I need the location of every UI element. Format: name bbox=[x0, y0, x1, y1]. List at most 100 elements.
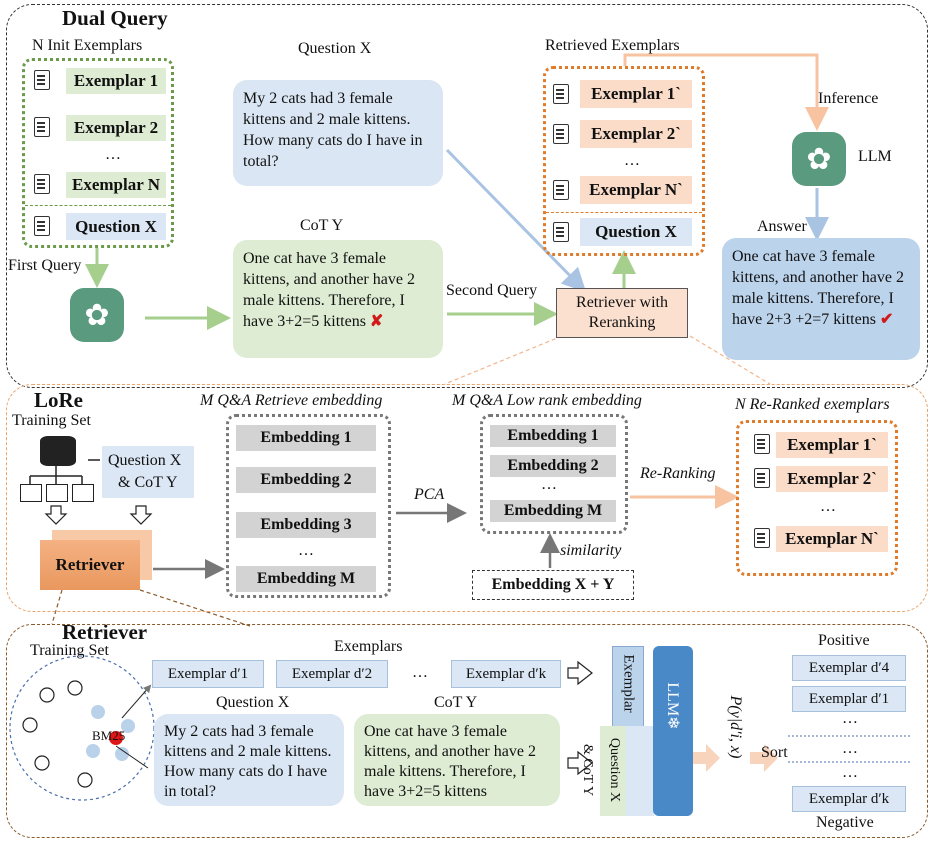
retrieve-embedding-label: M Q&A Retrieve embedding bbox=[200, 392, 383, 409]
answer-bubble: One cat have 3 female kittens, and anoth… bbox=[722, 238, 920, 360]
sorted-exemplar-d1: Exemplar d′1 bbox=[792, 686, 906, 712]
scroll-icon bbox=[754, 468, 770, 488]
similarity-label: similarity bbox=[560, 542, 622, 559]
question-cot-line1: Question X bbox=[108, 452, 182, 469]
llm-frozen-block: LLM❄ bbox=[653, 646, 693, 816]
embedding-3: Embedding 3 bbox=[236, 512, 376, 538]
retrieved-question-box: Question X bbox=[580, 218, 692, 246]
question-vertical-text: Question X bbox=[607, 737, 622, 803]
ellipsis: … bbox=[820, 498, 836, 515]
ellipsis: … bbox=[541, 476, 557, 493]
reranked-label: N Re-Ranked exemplars bbox=[735, 396, 890, 413]
cot-label: CoT Y bbox=[300, 217, 344, 234]
sorted-exemplar-d4: Exemplar d′4 bbox=[792, 655, 906, 681]
retriever-question-label: Question X bbox=[216, 694, 290, 711]
retrieved-label: Retrieved Exemplars bbox=[545, 37, 680, 54]
ellipsis: … bbox=[842, 740, 858, 757]
server-icon bbox=[20, 484, 42, 502]
reranked-group bbox=[736, 420, 898, 576]
ellipsis: … bbox=[624, 152, 640, 169]
cot-bubble: One cat have 3 female kittens, and anoth… bbox=[233, 240, 443, 358]
low-rank-embedding-m: Embedding M bbox=[490, 500, 616, 522]
ellipsis: … bbox=[412, 664, 428, 681]
scroll-icon bbox=[754, 434, 770, 454]
init-exemplars-group bbox=[22, 58, 174, 248]
divider bbox=[546, 212, 702, 214]
ellipsis: … bbox=[842, 764, 858, 781]
question-cot-box bbox=[102, 446, 194, 498]
lore-panel bbox=[6, 384, 928, 612]
ellipsis: … bbox=[105, 146, 121, 163]
dual-query-title: Dual Query bbox=[62, 6, 168, 30]
dual-query-panel bbox=[6, 4, 928, 388]
init-exemplar-n: Exemplar N bbox=[66, 172, 166, 198]
retriever-training-set-label: Training Set bbox=[30, 642, 109, 659]
question-bubble: My 2 cats had 3 female kittens and 2 mal… bbox=[233, 80, 443, 186]
llm-frozen-text: LLM❄ bbox=[664, 682, 681, 730]
init-exemplar-1: Exemplar 1 bbox=[66, 68, 166, 94]
question-cot-vertical-blue bbox=[626, 726, 654, 816]
inference-label: Inference bbox=[818, 90, 879, 107]
llm-icon: ✿ bbox=[792, 132, 846, 186]
retriever-reranking-box: Retriever with Reranking bbox=[556, 288, 688, 338]
cot-vertical-text: & CoT Y bbox=[580, 743, 595, 797]
training-set-label: Training Set bbox=[12, 412, 91, 429]
exemplar-d2: Exemplar d′2 bbox=[276, 660, 388, 688]
low-rank-embedding-1: Embedding 1 bbox=[490, 425, 616, 447]
lore-title: LoRe bbox=[34, 388, 83, 412]
llm-icon: ✿ bbox=[70, 288, 124, 342]
scroll-icon bbox=[754, 528, 770, 548]
divider bbox=[25, 205, 171, 207]
low-rank-embedding-2: Embedding 2 bbox=[490, 455, 616, 477]
reranked-exemplar-1: Exemplar 1` bbox=[776, 432, 888, 458]
low-rank-group bbox=[480, 414, 628, 534]
embedding-group bbox=[226, 414, 391, 598]
bm25-label: BM25 bbox=[92, 728, 126, 743]
sorted-exemplar-dk: Exemplar d′k bbox=[792, 786, 906, 812]
sort-label: Sort bbox=[761, 744, 788, 761]
exemplar-vertical-text: Exemplar bbox=[620, 654, 637, 713]
probability-label: P(y|d′i, x) bbox=[727, 695, 744, 759]
ellipsis: … bbox=[842, 710, 858, 727]
second-query-label: Second Query bbox=[446, 282, 538, 299]
question-doc-icon bbox=[553, 222, 569, 242]
low-rank-label: M Q&A Low rank embedding bbox=[452, 392, 642, 409]
reranked-exemplar-n: Exemplar N` bbox=[776, 526, 888, 552]
exemplar-vertical-box: Exemplar bbox=[612, 646, 644, 728]
retriever-block: Retriever bbox=[40, 540, 140, 590]
retrieved-exemplar-2: Exemplar 2` bbox=[580, 120, 692, 148]
retriever-question-bubble: My 2 cats had 3 female kittens and 2 mal… bbox=[154, 714, 344, 806]
cot-text: One cat have 3 female kittens, and anoth… bbox=[243, 250, 415, 330]
scroll-icon bbox=[553, 124, 569, 144]
answer-text: One cat have 3 female kittens, and anoth… bbox=[732, 248, 904, 328]
exemplar-dk: Exemplar d′k bbox=[451, 660, 561, 688]
retriever-panel bbox=[6, 624, 928, 838]
pca-label: PCA bbox=[414, 486, 445, 503]
scroll-icon bbox=[34, 70, 50, 90]
scroll-icon bbox=[34, 174, 50, 194]
database-icon bbox=[40, 436, 76, 466]
question-cot-line2: & CoT Y bbox=[118, 474, 178, 491]
first-query-label: First Query bbox=[8, 257, 82, 274]
question-label: Question X bbox=[298, 40, 372, 57]
embedding-2: Embedding 2 bbox=[236, 467, 376, 493]
question-box: Question X bbox=[66, 213, 166, 240]
right-mark: ✔ bbox=[879, 311, 894, 328]
init-exemplars-label: N Init Exemplars bbox=[32, 37, 143, 54]
reranking-label: Re-Ranking bbox=[640, 465, 716, 482]
server-icon bbox=[46, 484, 68, 502]
embedding-xy-box: Embedding X + Y bbox=[472, 570, 634, 600]
embedding-m: Embedding M bbox=[236, 566, 376, 592]
negative-label: Negative bbox=[816, 814, 874, 831]
ellipsis: … bbox=[298, 542, 314, 559]
retrieved-exemplar-1: Exemplar 1` bbox=[580, 80, 692, 108]
scroll-icon bbox=[34, 117, 50, 137]
answer-label: Answer bbox=[757, 218, 807, 235]
exemplars-label: Exemplars bbox=[334, 638, 403, 655]
question-doc-icon bbox=[34, 216, 50, 236]
exemplar-d1: Exemplar d′1 bbox=[152, 660, 264, 688]
retrieved-exemplar-n: Exemplar N` bbox=[580, 176, 692, 204]
retriever-title: Retriever bbox=[62, 620, 148, 644]
wrong-mark: ✘ bbox=[369, 313, 384, 330]
